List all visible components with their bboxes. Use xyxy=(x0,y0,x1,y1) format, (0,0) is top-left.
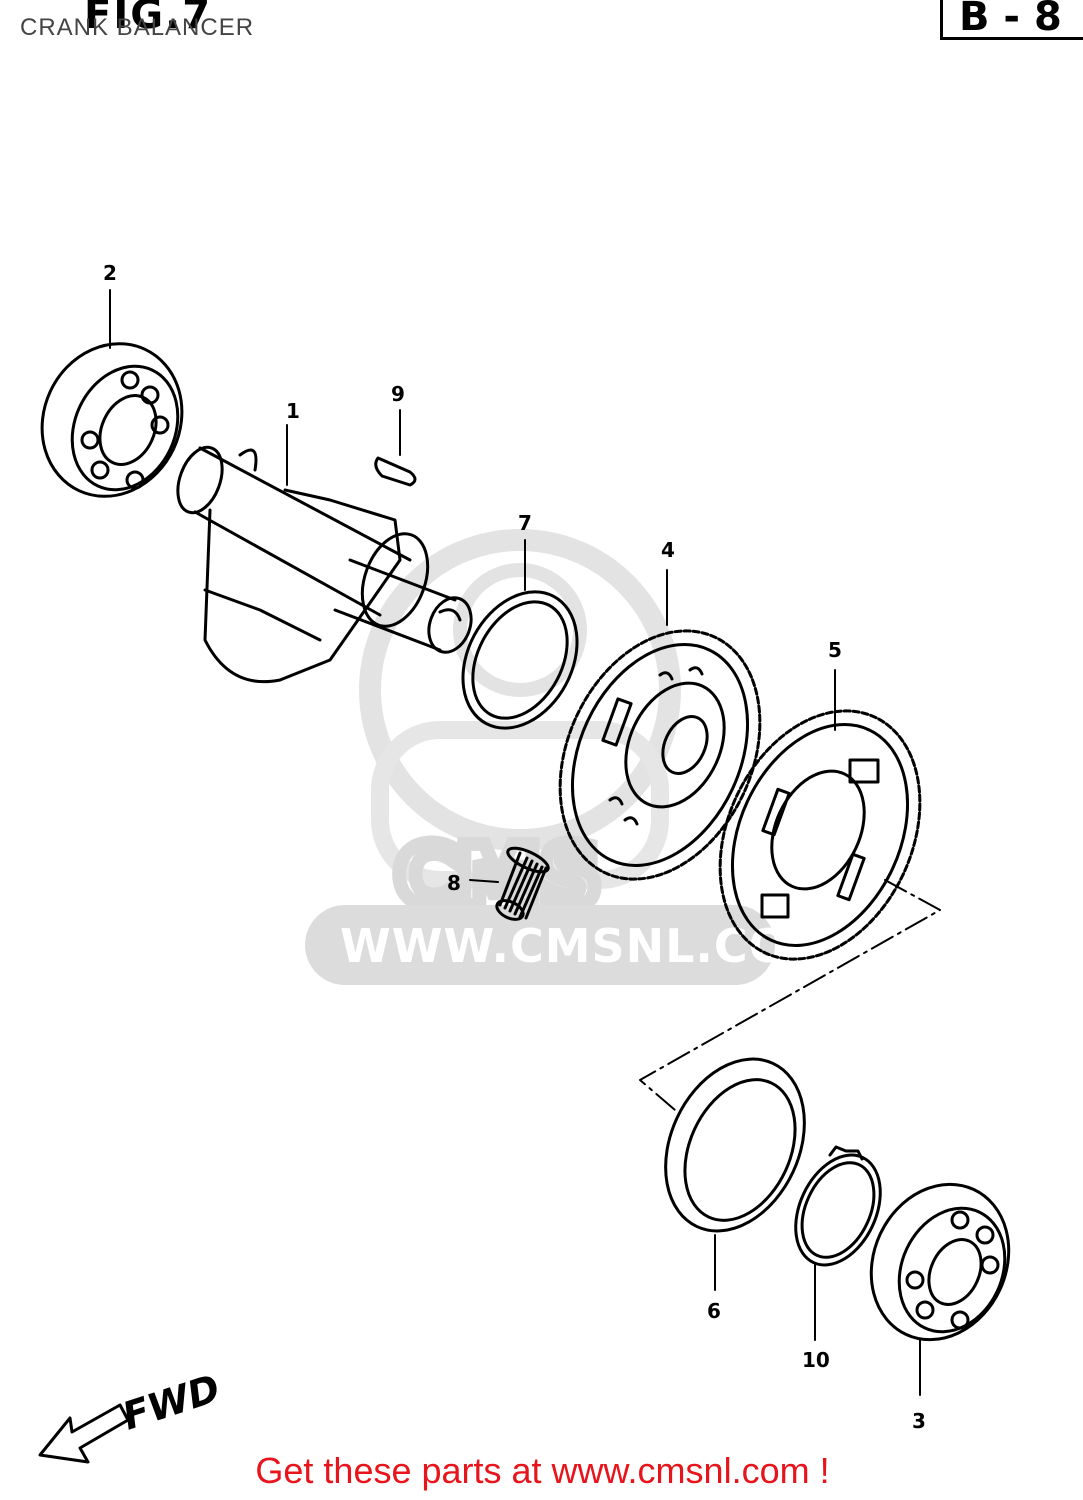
part-label-8: 8 xyxy=(447,871,461,895)
bearing-left-drawing xyxy=(40,342,184,498)
o-ring-drawing xyxy=(461,539,579,730)
part-label-2: 2 xyxy=(103,261,117,285)
page-caption: CRANK BALANCER xyxy=(20,14,255,41)
gear-driven-drawing xyxy=(558,569,762,881)
footer-text[interactable]: Get these parts at www.cmsnl.com ! xyxy=(255,1450,830,1491)
fwd-arrow-icon xyxy=(38,1403,130,1464)
part-label-5: 5 xyxy=(828,638,842,662)
section-code: B - 8 xyxy=(940,0,1083,40)
footer-link[interactable]: Get these parts at www.cmsnl.com ! xyxy=(0,1450,1083,1492)
part-label-1: 1 xyxy=(286,399,300,423)
part-label-3: 3 xyxy=(912,1409,926,1433)
bearing-right-drawing xyxy=(869,1182,1011,1396)
watermark-url: WWW.CMSNL.COM xyxy=(340,919,836,973)
part-label-6: 6 xyxy=(707,1299,721,1323)
spring-drawing xyxy=(469,846,550,921)
part-label-4: 4 xyxy=(661,538,675,562)
part-label-10: 10 xyxy=(802,1348,830,1372)
part-label-7: 7 xyxy=(518,511,532,535)
key-drawing xyxy=(374,409,417,487)
washer-drawing xyxy=(664,1057,806,1291)
gear-scissor-drawing xyxy=(718,669,922,961)
part-label-9: 9 xyxy=(391,382,405,406)
crankshaft-drawing xyxy=(176,445,473,684)
fwd-label: FWD xyxy=(117,1366,225,1439)
circlip-drawing xyxy=(794,1145,882,1341)
figure-title: FIG.7 xyxy=(84,0,213,38)
